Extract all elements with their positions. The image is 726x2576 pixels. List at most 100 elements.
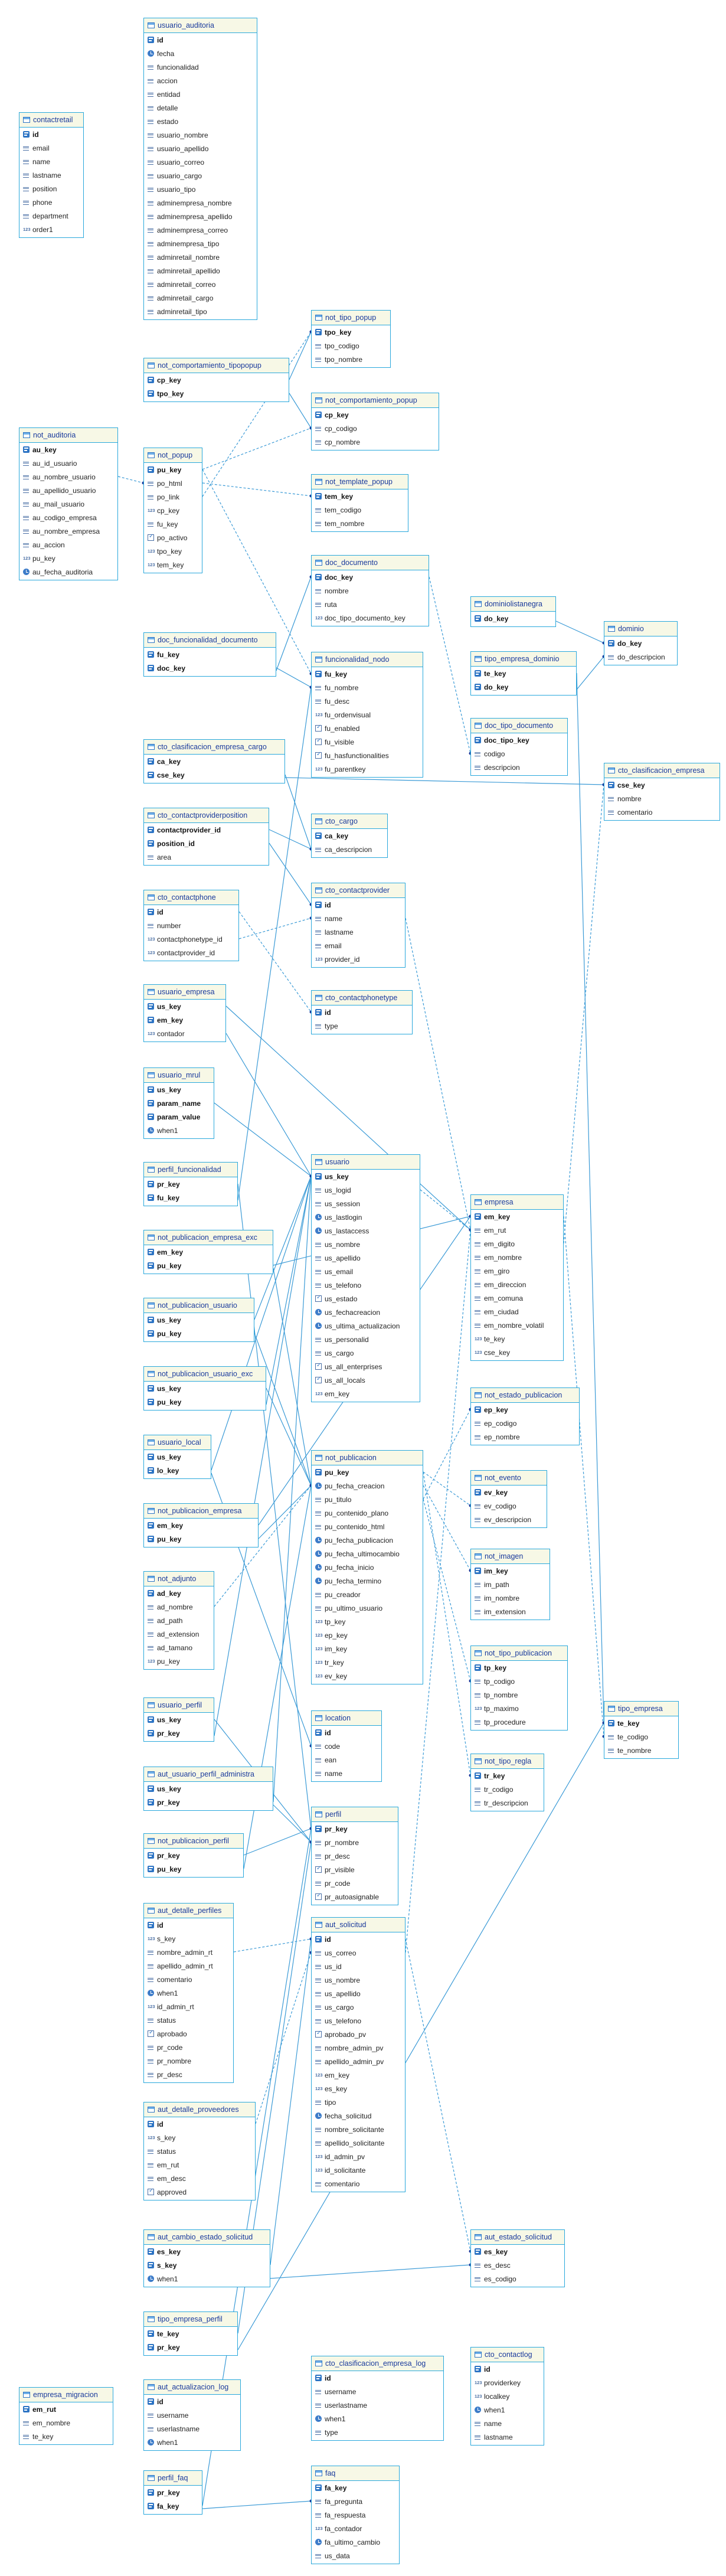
column-row[interactable]: us_apellido [312, 1251, 420, 1265]
column-row[interactable]: fu_visible [312, 735, 423, 749]
column-row[interactable]: us_telefono [312, 2014, 405, 2028]
column-row[interactable]: id [312, 898, 405, 912]
column-row[interactable]: userlastname [312, 2398, 443, 2412]
table-header[interactable]: not_adjunto [144, 1572, 214, 1586]
column-row[interactable]: lastname [19, 168, 83, 182]
column-row[interactable]: id [144, 33, 257, 47]
column-row[interactable]: em_nombre_volatil [471, 1318, 563, 1332]
column-row[interactable]: pr_key [144, 1795, 273, 1809]
table-header[interactable]: not_publicacion_empresa_exc [144, 1230, 273, 1245]
column-row[interactable]: pu_contenido_plano [312, 1506, 423, 1520]
column-row[interactable]: do_descripcion [604, 650, 677, 664]
column-row[interactable]: pr_desc [144, 2068, 233, 2081]
column-row[interactable]: em_nombre [471, 1251, 563, 1264]
column-row[interactable]: us_key [144, 1083, 214, 1096]
column-row[interactable]: us_email [312, 1265, 420, 1278]
column-row[interactable]: pr_key [312, 1822, 398, 1836]
table-header[interactable]: location [312, 1711, 381, 1726]
table-header[interactable]: not_comportamiento_tipopopup [144, 358, 289, 373]
column-row[interactable]: type [312, 1019, 412, 1033]
column-row[interactable]: fa_ultimo_cambio [312, 2535, 399, 2549]
column-row[interactable]: tpo_key [144, 387, 289, 400]
table-header[interactable]: not_publicacion_empresa [144, 1504, 258, 1519]
column-row[interactable]: ep_key [471, 1403, 579, 1416]
table-header[interactable]: aut_usuario_perfil_administra [144, 1767, 273, 1782]
column-row[interactable]: us_nombre [312, 1973, 405, 1987]
table-header[interactable]: not_publicacion_usuario [144, 1298, 254, 1313]
column-row[interactable]: us_key [144, 1713, 214, 1726]
column-row[interactable]: when1 [144, 1124, 214, 1137]
column-row[interactable]: userlastname [144, 2422, 240, 2435]
table-header[interactable]: not_estado_publicacion [471, 1388, 579, 1403]
column-row[interactable]: pu_fecha_inicio [312, 1560, 423, 1574]
column-row[interactable]: tpo_nombre [312, 352, 390, 366]
column-row[interactable]: pr_visible [312, 1863, 398, 1876]
column-row[interactable]: pr_desc [312, 1849, 398, 1863]
column-row[interactable]: name [19, 155, 83, 168]
column-row[interactable]: number [144, 919, 238, 932]
column-row[interactable]: em_key [144, 1519, 258, 1532]
column-row[interactable]: pr_key [144, 1849, 243, 1862]
column-row[interactable]: pr_key [144, 2340, 237, 2354]
column-row[interactable]: pr_key [144, 2486, 202, 2499]
table-header[interactable]: cto_contactprovider [312, 883, 405, 898]
column-row[interactable]: po_link [144, 490, 202, 504]
column-row[interactable]: em_comuna [471, 1291, 563, 1305]
table-header[interactable]: aut_solicitud [312, 1918, 405, 1932]
column-row[interactable]: te_key [471, 667, 576, 680]
column-row[interactable]: aprobado [144, 2027, 233, 2040]
column-row[interactable]: us_ultima_actualizacion [312, 1319, 420, 1333]
column-row[interactable]: email [19, 141, 83, 155]
column-row[interactable]: fu_key [144, 517, 202, 531]
table-header[interactable]: aut_detalle_perfiles [144, 1904, 233, 1918]
table-header[interactable]: dominio [604, 622, 677, 636]
column-row[interactable]: adminempresa_tipo [144, 237, 257, 250]
column-row[interactable]: us_lastlogin [312, 1210, 420, 1224]
column-row[interactable]: po_html [144, 476, 202, 490]
column-row[interactable]: pr_key [144, 1726, 214, 1740]
column-row[interactable]: em_nombre [19, 2416, 113, 2430]
column-row[interactable]: em_key [144, 1013, 225, 1027]
column-row[interactable]: id [144, 2395, 240, 2408]
column-row[interactable]: us_cargo [312, 1346, 420, 1360]
column-row[interactable]: au_fecha_auditoria [19, 565, 117, 579]
table-header[interactable]: cto_contactphonetype [312, 991, 412, 1005]
column-row[interactable]: funcionalidad [144, 60, 257, 74]
column-row[interactable]: us_key [144, 1782, 273, 1795]
table-header[interactable]: not_tipo_publicacion [471, 1646, 567, 1661]
column-row[interactable]: em_desc [144, 2172, 255, 2185]
column-row[interactable]: us_key [144, 1382, 266, 1395]
table-header[interactable]: not_publicacion_usuario_exc [144, 1367, 266, 1382]
column-row[interactable]: au_id_usuario [19, 456, 117, 470]
column-row[interactable]: code [312, 1739, 381, 1753]
table-header[interactable]: not_comportamiento_popup [312, 393, 439, 408]
table-header[interactable]: cto_cargo [312, 814, 387, 829]
column-row[interactable]: when1 [312, 2412, 443, 2425]
column-row[interactable]: tem_key [312, 489, 408, 503]
column-row[interactable]: id [312, 1005, 412, 1019]
column-row[interactable]: tem_codigo [312, 503, 408, 517]
